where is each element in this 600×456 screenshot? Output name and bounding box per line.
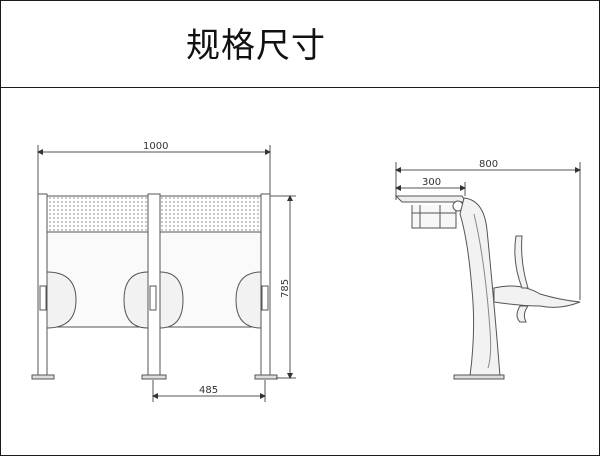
desk-top	[394, 195, 467, 203]
page-title: 规格尺寸	[186, 26, 326, 66]
width-label: 1000	[143, 141, 168, 152]
post-middle	[147, 193, 161, 377]
book-basket	[411, 205, 457, 229]
depth-dimension	[395, 162, 581, 300]
backrest-right	[159, 195, 262, 233]
foot-left	[31, 374, 55, 380]
post-left	[37, 193, 48, 377]
height-dimension	[270, 195, 296, 379]
foot-right	[254, 374, 278, 380]
post-right	[260, 193, 271, 377]
side-base	[453, 374, 505, 380]
armrest-curve-2	[123, 271, 149, 329]
side-seat	[493, 285, 581, 308]
side-view	[394, 162, 581, 380]
desk-dimension	[395, 182, 466, 196]
front-view	[31, 145, 296, 402]
spacing-dimension	[152, 380, 266, 402]
armrest-curve-3	[159, 271, 184, 329]
armrest-curve-1	[46, 271, 77, 329]
height-label: 785	[280, 279, 291, 298]
depth-label: 800	[479, 159, 498, 170]
side-backrest	[514, 235, 529, 289]
title-bar: 规格尺寸	[0, 0, 600, 88]
spacing-label: 485	[199, 385, 218, 396]
foot-middle	[141, 374, 167, 380]
desk-label: 300	[422, 177, 441, 188]
armrest-curve-4	[235, 271, 262, 329]
width-dimension	[37, 145, 271, 195]
backrest-left	[46, 195, 149, 233]
side-stand	[459, 197, 501, 377]
